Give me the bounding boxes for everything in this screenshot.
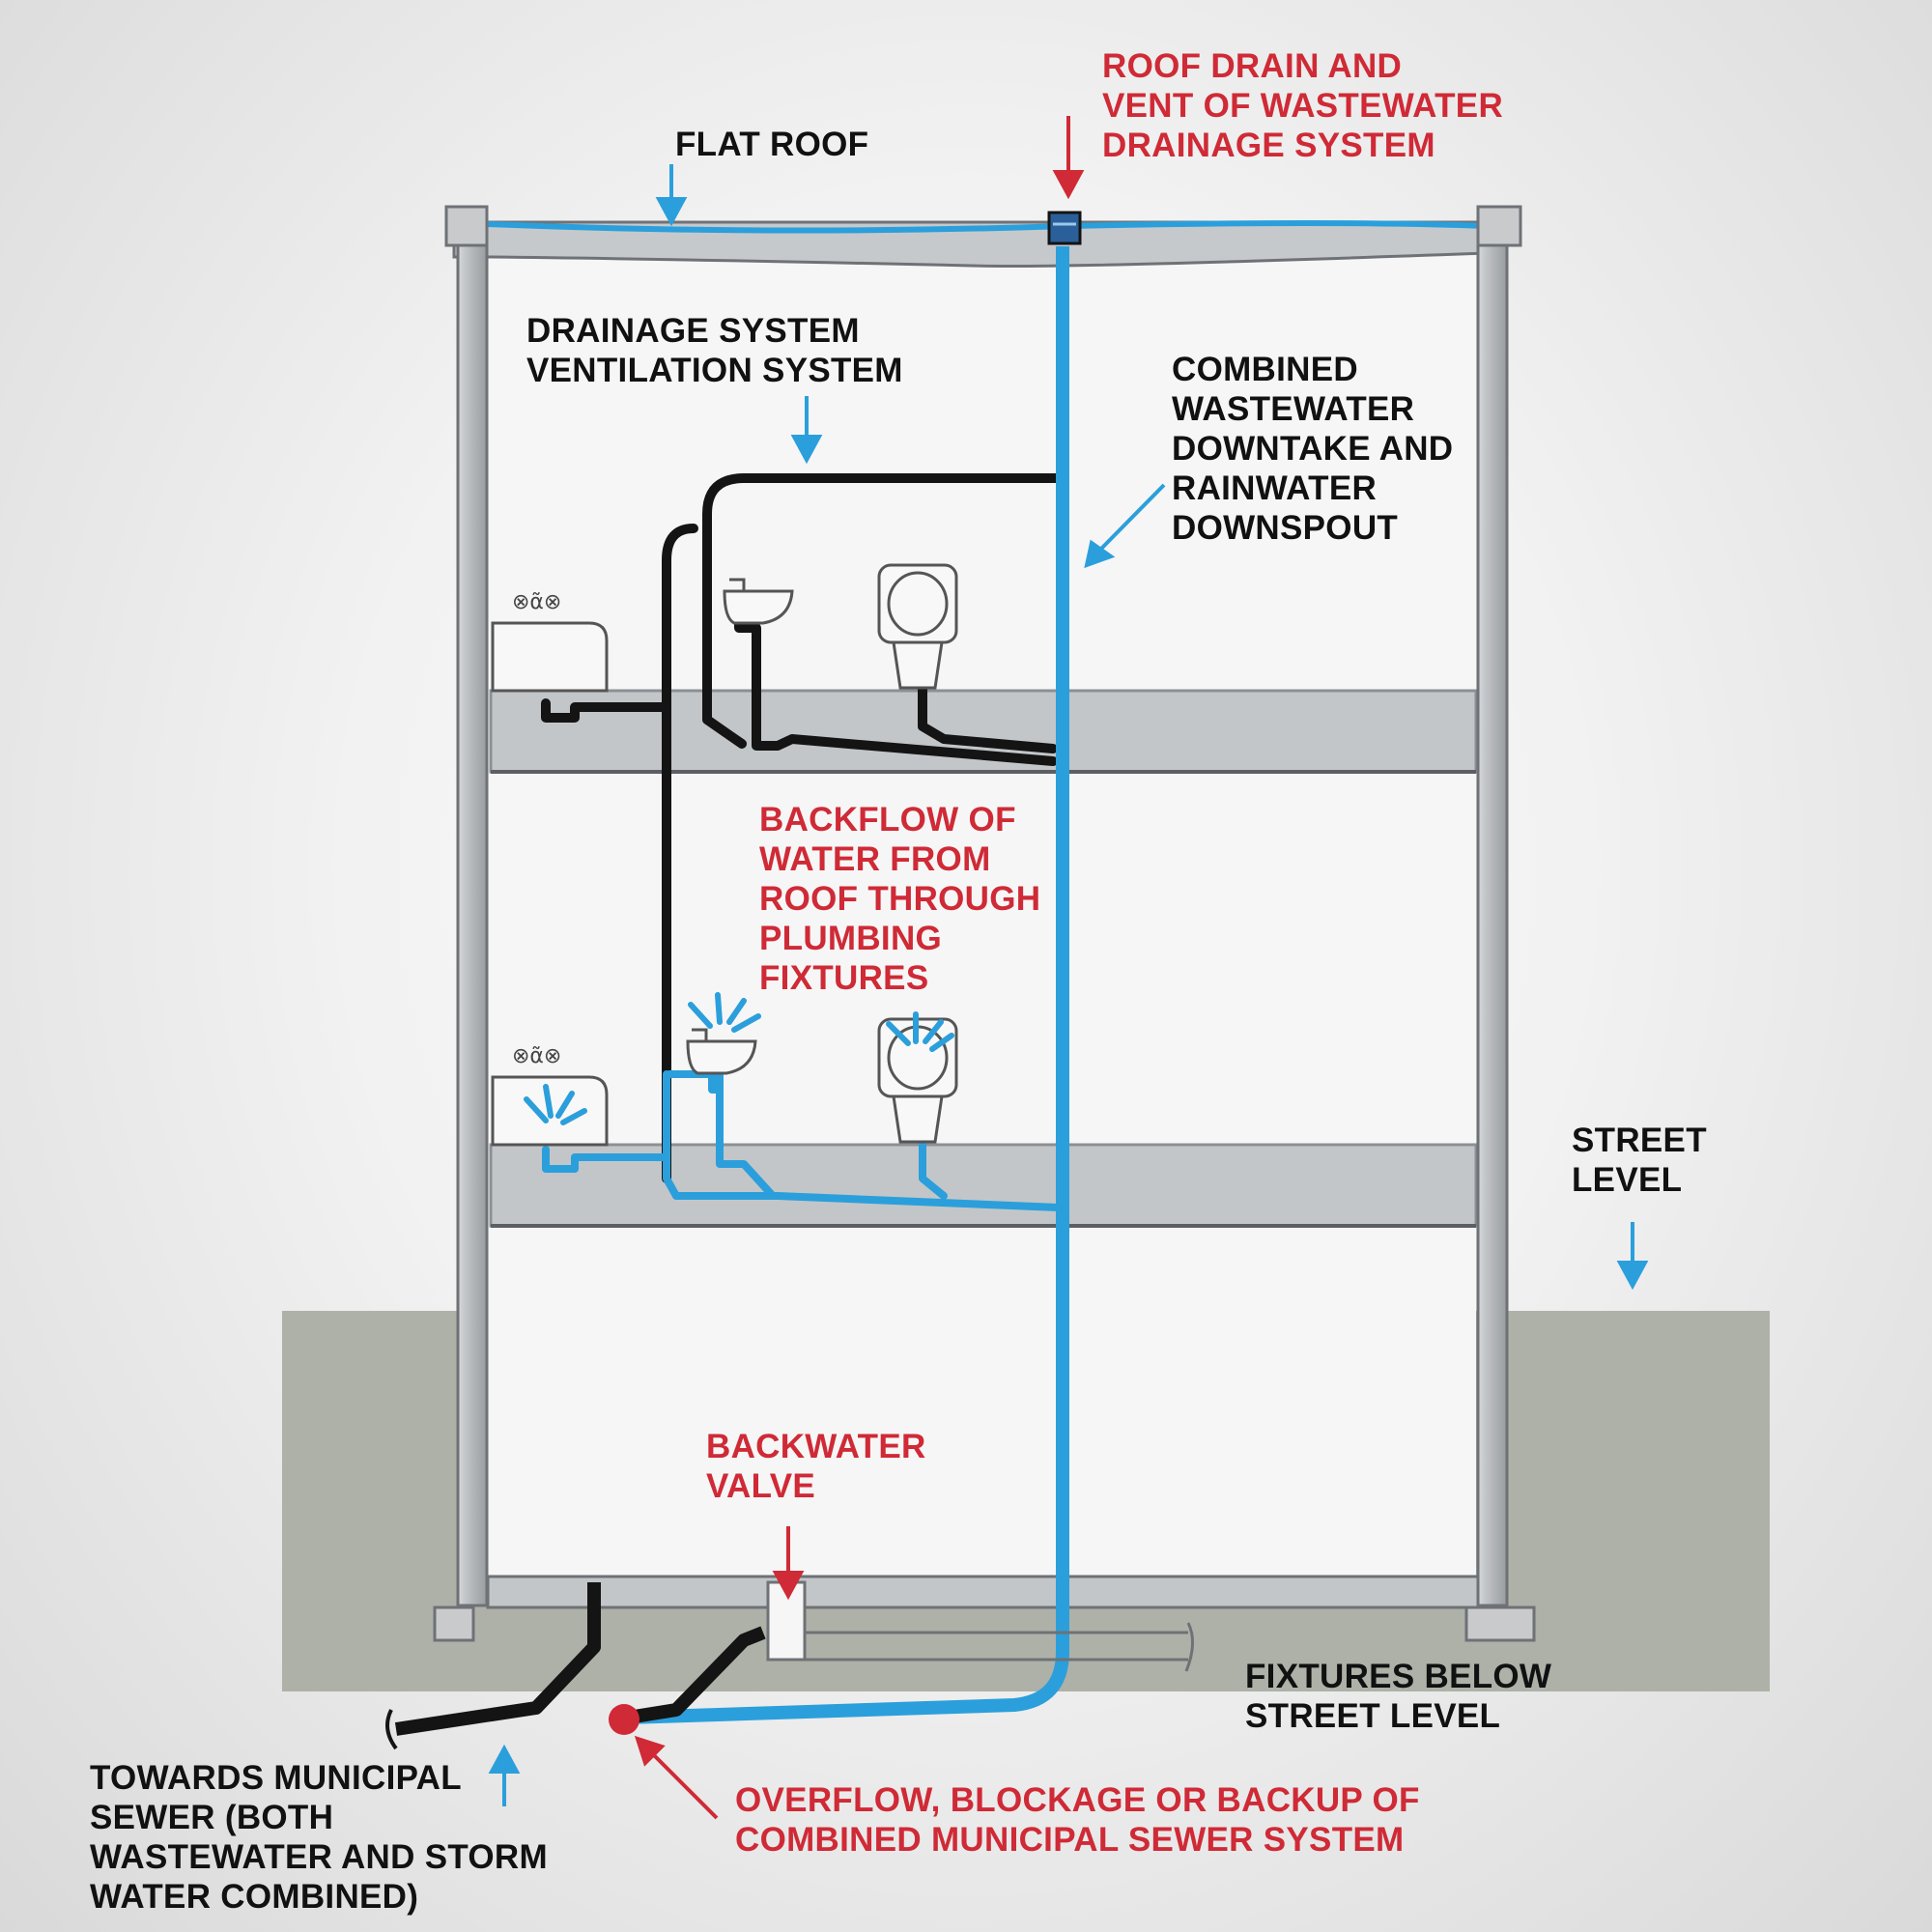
right-column: [1464, 205, 1536, 1642]
label-arrows-black: [488, 164, 1649, 1806]
sewer-pipe-cut: [385, 1709, 398, 1750]
backwater-valve-label: BACKWATER VALVE: [706, 1428, 926, 1505]
roof-drain-label: ROOF DRAIN AND VENT OF WASTEWATER DRAINA…: [1102, 47, 1504, 164]
combined-downtake-label: COMBINED WASTEWATER DOWNTAKE AND RAINWAT…: [1172, 351, 1454, 547]
flat-roof-label: FLAT ROOF: [675, 126, 869, 163]
backflow-pipes: [542, 1068, 1062, 1211]
svg-text:⊗ᾶ⊗: ⊗ᾶ⊗: [512, 1044, 561, 1068]
svg-text:⊗ᾶ⊗: ⊗ᾶ⊗: [512, 590, 561, 614]
label-arrows-red: [634, 116, 1085, 1820]
flat-roof-slab: [452, 220, 1490, 268]
sink-upper: [723, 578, 794, 625]
basement-floor-slab: [486, 1575, 1480, 1609]
ventilation-pipes: [541, 473, 1063, 1183]
backflow-splash-icons: [524, 992, 954, 1125]
toilet-middle: [877, 1017, 958, 1144]
sink-middle: [686, 1028, 757, 1075]
left-column: [433, 205, 489, 1642]
drainage-ventilation-label: DRAINAGE SYSTEM VENTILATION SYSTEM: [526, 312, 903, 389]
overflow-point: [609, 1704, 639, 1735]
street-level-label: STREET LEVEL: [1572, 1122, 1707, 1199]
fixtures-below-label: FIXTURES BELOW STREET LEVEL: [1245, 1658, 1552, 1735]
bathtub-upper: ⊗ᾶ⊗: [491, 590, 609, 693]
combined-downtake-pipe: [627, 246, 1069, 1724]
building-sewer-pipe: [394, 1582, 766, 1736]
overflow-label: OVERFLOW, BLOCKAGE OR BACKUP OF COMBINED…: [735, 1781, 1420, 1859]
backflow-label: BACKFLOW OF WATER FROM ROOF THROUGH PLUM…: [759, 801, 1041, 997]
municipal-sewer-label: TOWARDS MUNICIPAL SEWER (BOTH WASTEWATER…: [90, 1759, 548, 1916]
toilet-upper: [877, 563, 958, 690]
roof-drain: [1047, 211, 1082, 245]
